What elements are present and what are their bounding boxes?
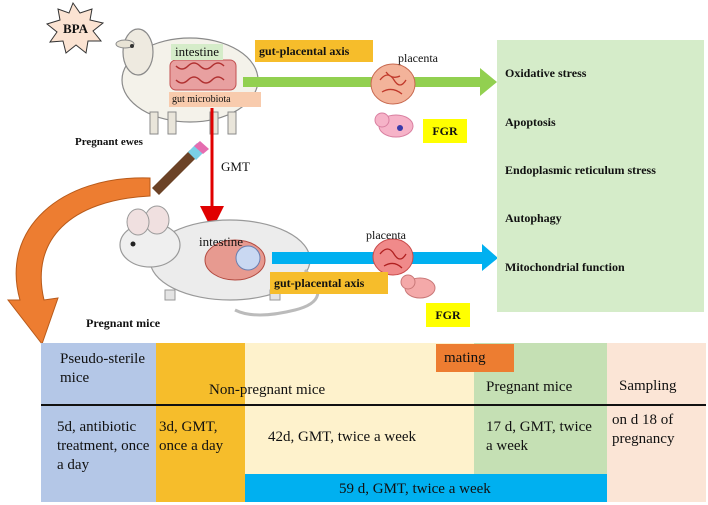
- gut-microbiota-label: gut microbiota: [169, 92, 261, 107]
- pregnant-mice-timeline-label: Pregnant mice: [486, 379, 573, 395]
- gmt-3d-label: 3d, GMT, once a day: [159, 419, 224, 454]
- placenta-bottom-label: placenta: [366, 228, 406, 242]
- sheep-intestine-label: intestine: [171, 44, 224, 60]
- placenta-bottom-icon: [372, 238, 414, 276]
- effect-apoptosis: Apoptosis: [505, 115, 556, 129]
- cell-pseudo-sterile: [41, 343, 156, 502]
- gut-placental-arrow-top: [243, 68, 497, 96]
- pregnant-ewes-label: Pregnant ewes: [75, 136, 143, 148]
- pseudo-sterile-label: Pseudo-sterile mice: [60, 351, 145, 386]
- timeline-divider: [41, 404, 706, 406]
- sampling-day-label: on d 18 of pregnancy: [612, 412, 675, 447]
- gut-placental-axis-top-label: gut-placental axis: [255, 40, 373, 62]
- gmt-17d-label: 17 d, GMT, twice a week: [486, 419, 592, 454]
- pup-bottom-icon: [400, 274, 436, 299]
- non-pregnant-label: Non-pregnant mice: [209, 382, 326, 398]
- effects-panel: Oxidative stress Apoptosis Endoplasmic r…: [497, 40, 704, 312]
- dropper-icon: [152, 141, 209, 195]
- bpa-label: BPA: [63, 21, 89, 36]
- effect-er-stress: Endoplasmic reticulum stress: [505, 163, 656, 177]
- mouse-intestine-label: intestine: [199, 234, 244, 249]
- sampling-label: Sampling: [619, 378, 677, 394]
- mating-box: [436, 344, 514, 372]
- gut-placental-axis-bottom-label: gut-placental axis: [270, 272, 388, 294]
- gmt-59d-label: 59 d, GMT, twice a week: [339, 481, 491, 497]
- effect-autophagy: Autophagy: [505, 211, 562, 225]
- mating-label: mating: [444, 350, 486, 366]
- fetus-top-icon: [374, 112, 414, 138]
- gmt-42d-label: 42d, GMT, twice a week: [268, 429, 417, 445]
- fgr-bottom-label: FGR: [426, 303, 470, 327]
- sheep-intestine-graphic: [169, 59, 237, 91]
- gmt-label: GMT: [221, 159, 250, 174]
- cell-non-pregnant: [245, 343, 474, 474]
- effect-oxidative-stress: Oxidative stress: [505, 66, 587, 80]
- placenta-top-icon: [370, 63, 416, 105]
- antibiotic-label: 5d, antibiotic treatment, once a day: [57, 419, 150, 473]
- cell-sampling: [607, 343, 706, 502]
- bpa-burst-icon: [45, 1, 105, 54]
- pregnant-mice-label: Pregnant mice: [86, 316, 161, 330]
- cell-gmt-3d: [156, 343, 245, 502]
- bar-59d: [245, 474, 607, 502]
- fgr-top-label: FGR: [423, 119, 467, 143]
- effect-mitochondrial-function: Mitochondrial function: [505, 260, 625, 274]
- placenta-top-label: placenta: [398, 51, 438, 65]
